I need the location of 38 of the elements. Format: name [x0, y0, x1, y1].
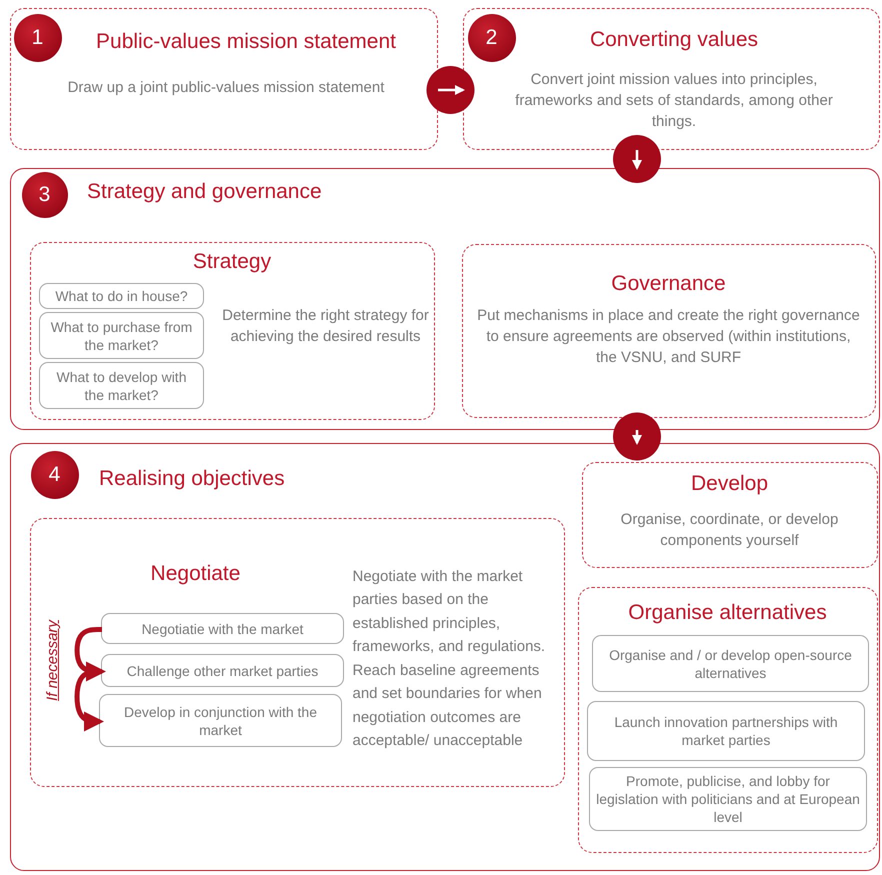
option-box: Develop in conjunction with the market	[99, 694, 342, 747]
arrow	[632, 150, 642, 170]
panel-description: Put mechanisms in place and create the right governance to ensure agreements are observed (within institutions, the VSNU, and SURF	[476, 306, 861, 368]
dashed-panel	[582, 462, 878, 568]
arrow	[632, 430, 642, 445]
panel-heading: Converting values	[588, 27, 760, 53]
step-number-circle: 2	[468, 14, 516, 62]
step-number-circle: 1	[14, 14, 62, 62]
option-box: Negotiatie with the market	[101, 613, 344, 644]
panel-heading: Realising objectives	[99, 466, 286, 492]
dashed-panel	[578, 586, 878, 852]
panel-description: Determine the right strategy for achieving the desired results	[221, 306, 430, 346]
option-box: Organise and / or develop open-source alternatives	[592, 635, 869, 692]
panel-description: Negotiate with the market parties based on the established principles, frameworks, and regulations. Reach baseline agreements and set boundaries for when negotiation outcomes are acceptable/ unacceptable	[352, 566, 546, 751]
arrow	[74, 669, 104, 732]
option-box: Promote, publicise, and lobby for legislation with politicians and at European level	[589, 767, 867, 831]
option-box: What to do in house?	[39, 283, 204, 309]
option-box: Launch innovation partnerships with market parties	[587, 701, 865, 761]
panel-heading: Strategy and governance	[87, 179, 323, 205]
section-panel	[10, 443, 880, 871]
arrow	[438, 85, 465, 95]
option-box: Challenge other market parties	[101, 654, 344, 687]
dashed-panel	[30, 242, 434, 420]
panel-description: Convert joint mission values into principles, frameworks and sets of standards, among other things.	[514, 70, 834, 132]
option-box: What to develop with the market?	[39, 362, 204, 409]
step-number-circle: 3	[22, 172, 68, 218]
option-box: What to purchase from the market?	[39, 312, 204, 359]
panel-heading: Strategy	[192, 248, 272, 274]
panel-heading: Develop	[690, 470, 770, 496]
panel-heading: Negotiate	[150, 560, 242, 586]
panel-heading: Public-values mission statement	[95, 29, 397, 55]
side-note: If necessary	[44, 620, 60, 700]
step-number-circle: 4	[30, 450, 78, 498]
panel-heading: Organise alternatives	[627, 600, 828, 626]
panel-description: Organise, coordinate, or develop components yourself	[620, 510, 840, 550]
panel-description: Draw up a joint public-values mission statement	[66, 78, 386, 98]
dashed-panel	[30, 518, 564, 786]
panel-heading: Governance	[610, 270, 727, 296]
